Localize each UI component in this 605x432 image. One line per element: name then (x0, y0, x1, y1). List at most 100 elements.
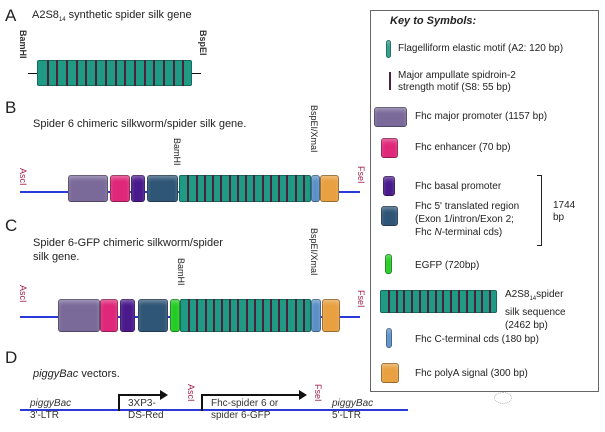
a2s8-repeat-icon (380, 290, 497, 313)
s8-stripe (220, 175, 223, 202)
key-line: 1744 (553, 200, 576, 211)
key-translated-region: Fhc 5' translated region (Exon 1/intron/E… (415, 200, 519, 239)
title-text: synthetic spider silk gene (65, 9, 192, 21)
fhc-5-translated-region (147, 175, 178, 202)
label-line: DS-Red (128, 410, 164, 421)
title-line: silk gene. (33, 251, 80, 263)
key-line: (Exon 1/intron/Exon 2; (415, 214, 514, 225)
s8-stripe (473, 290, 476, 313)
site-fsei: FseI (356, 290, 366, 308)
key-text: N (434, 227, 442, 238)
s8-stripe (196, 299, 199, 332)
site-bamhi: BamHI (172, 138, 182, 166)
key-line: Fhc 5' translated region (415, 201, 520, 212)
key-promoter: Fhc major promoter (1157 bp) (415, 111, 548, 122)
s8-stripe (434, 290, 437, 313)
s8-stripe (286, 175, 289, 202)
bracket (537, 175, 542, 246)
fhc-major-promoter (58, 299, 100, 332)
fhc-c-terminal-cds (311, 299, 321, 332)
label-line: 5'-LTR (332, 410, 361, 421)
s8-stripe (302, 175, 305, 202)
panel-b-title: Spider 6 chimeric silkworm/spider silk g… (33, 118, 247, 130)
enhancer-icon (381, 138, 398, 158)
flagelliform-icon (386, 40, 391, 58)
s8-stripe (204, 299, 207, 332)
key-text: A2S8 (505, 289, 530, 300)
site-bspei-xmai: BspEI/XmaI (309, 228, 319, 276)
s8-stripe (253, 175, 256, 202)
s8-stripe (261, 175, 264, 202)
site-asci: AscI (18, 168, 28, 186)
key-enhancer: Fhc enhancer (70 bp) (415, 142, 511, 153)
key-line: Major ampullate spidroin-2 (398, 70, 516, 81)
key-basal-promoter: Fhc basal promoter (415, 181, 502, 192)
s8-motif-icon (389, 72, 391, 90)
c-terminal-icon (386, 328, 392, 348)
s8-stripe (187, 175, 190, 202)
site-bspei-xmai: BspEI/XmaI (309, 105, 319, 153)
label-line: 3XP3- (128, 398, 156, 409)
title-sub: 14 (58, 17, 66, 24)
site-asci: AscI (18, 285, 28, 303)
site-bamhi: BamHI (18, 30, 28, 59)
fhc-enhancer (100, 299, 118, 332)
s8-stripe (245, 299, 248, 332)
panel-d-title: piggyBac vectors. (33, 368, 120, 380)
s8-stripe (450, 290, 453, 313)
polya-icon (381, 363, 399, 383)
s8-stripe (133, 60, 136, 86)
site-bamhi: BamHI (176, 258, 186, 286)
s8-stripe (172, 60, 175, 86)
s8-stripe (286, 299, 289, 332)
s8-stripe (294, 299, 297, 332)
site-bspei: BspEI (198, 30, 208, 56)
stub (191, 73, 201, 74)
a2s8-repeat-block (180, 299, 311, 332)
key-flagelliform: Flagelliform elastic motif (A2: 120 bp) (398, 43, 564, 54)
s8-stripe (95, 60, 98, 86)
key-text: 14 (529, 296, 537, 302)
s8-stripe (245, 175, 247, 202)
promoter-arrow-icon (118, 390, 168, 411)
s8-stripe (114, 60, 117, 86)
s8-stripe (182, 60, 185, 86)
basal-promoter-icon (383, 176, 395, 196)
stub (28, 73, 38, 74)
key-box (370, 10, 599, 392)
s8-stripe (188, 299, 191, 332)
s8-stripe (236, 175, 239, 202)
s8-stripe (85, 60, 88, 86)
s8-stripe (302, 299, 305, 332)
key-line: silk sequence (505, 307, 566, 318)
s8-stripe (457, 290, 460, 313)
promoter-icon (374, 107, 407, 127)
s8-stripe (124, 60, 127, 86)
s8-stripe (212, 299, 215, 332)
translated-region-icon (381, 206, 398, 226)
s8-stripe (75, 60, 78, 86)
fhc-c-terminal-cds (311, 175, 320, 202)
s8-stripe (153, 60, 156, 86)
s8-stripe (229, 299, 232, 332)
title-italic: piggyBac (33, 368, 79, 380)
s8-stripe (442, 290, 445, 313)
key-text: -terminal cds) (441, 227, 503, 238)
s8-stripe (195, 175, 198, 202)
title-line: Spider 6-GFP chimeric silkworm/spider (33, 237, 223, 249)
site-fsei: FseI (313, 384, 323, 402)
panel-a-title: A2S814 synthetic spider silk gene (32, 9, 192, 23)
fhc-major-promoter (68, 175, 108, 202)
key-title: Key to Symbols: (390, 15, 477, 27)
key-text: spider (536, 289, 564, 300)
label-line: piggyBac (30, 398, 72, 409)
fhc-basal-promoter (120, 299, 135, 332)
a2s8-repeat-block (179, 175, 311, 202)
fhc-basal-promoter (131, 175, 145, 202)
